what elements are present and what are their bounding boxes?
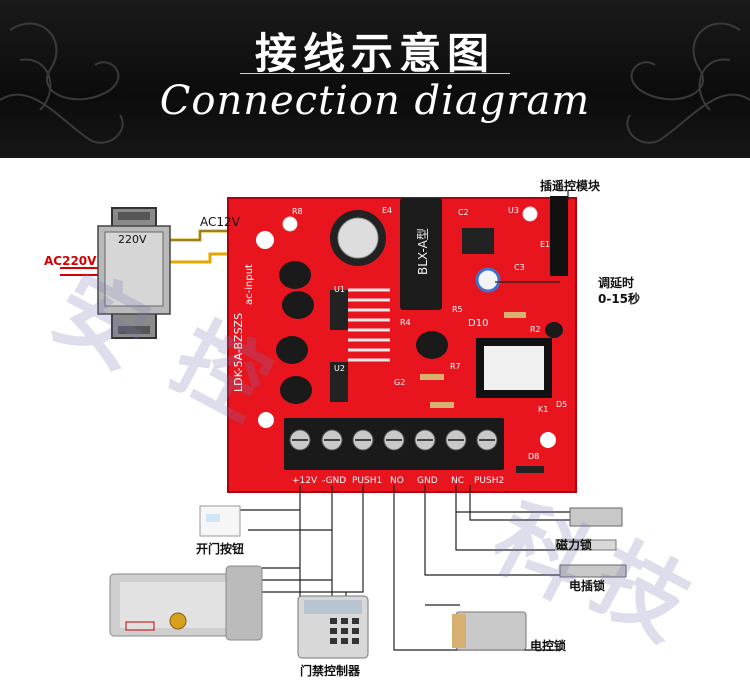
ac-input-label: ac-input	[244, 264, 255, 305]
terminal-label: +12V	[292, 476, 318, 486]
ref-label: D10	[468, 318, 489, 329]
terminal-label: GND	[417, 476, 438, 486]
transformer	[97, 207, 171, 339]
title-divider	[240, 73, 510, 74]
terminal-label: -GND	[322, 476, 347, 486]
magnetic-lock-device	[555, 507, 623, 551]
exit-button-label: 开门按钮	[196, 542, 245, 556]
ref-label: R8	[292, 207, 303, 216]
terminal-label: PUSH2	[474, 476, 505, 486]
mechanical-lock-device	[109, 565, 263, 641]
ref-label: U1	[334, 285, 345, 294]
ref-label: R7	[450, 362, 461, 371]
electric-lock-label: 电控锁	[530, 639, 567, 653]
electric-lock-device	[452, 611, 527, 651]
title-chinese: 接线示意图	[254, 29, 495, 78]
ref-label: R5	[452, 305, 463, 314]
wiring-diagram	[60, 190, 627, 659]
device-wires	[237, 190, 570, 651]
ref-label: R4	[400, 318, 411, 327]
ref-label: G2	[394, 378, 406, 387]
ornament-right-icon	[626, 22, 750, 144]
board-model: LDK-5A-BZSZS	[232, 312, 245, 392]
remote-module-label: 插遥控模块	[540, 179, 601, 193]
terminal-screws	[289, 429, 498, 451]
delay-range-label: 0-15秒	[598, 292, 641, 306]
ref-label: E4	[382, 206, 393, 215]
ref-label: U3	[508, 206, 519, 215]
ref-label: U2	[334, 364, 345, 373]
ref-label: E1	[540, 240, 551, 249]
exit-button-device	[199, 505, 241, 537]
title-english: Connection diagram	[159, 78, 591, 124]
ac12v-label: AC12V	[200, 215, 240, 229]
ornament-left-icon	[0, 22, 124, 144]
ref-label: C2	[458, 208, 469, 217]
ref-label: K1	[538, 405, 549, 414]
terminal-label: NC	[451, 476, 465, 486]
bolt-lock-label: 电插锁	[569, 579, 606, 593]
terminal-label: PUSH1	[352, 476, 383, 486]
access-keypad-device	[297, 595, 369, 659]
ref-label: R2	[530, 325, 541, 334]
relay-label: BLX-A型	[416, 228, 430, 275]
header-banner: 接线示意图 Connection diagram	[0, 0, 750, 158]
bolt-lock-device	[559, 564, 627, 578]
ref-label: D8	[528, 452, 540, 461]
access-controller-label: 门禁控制器	[300, 664, 361, 678]
ref-label: D5	[556, 400, 568, 409]
ac220v-label: AC220V	[44, 254, 97, 268]
ref-label: C3	[514, 263, 525, 272]
terminal-label: NO	[390, 476, 404, 486]
magnetic-lock-label: 磁力锁	[556, 538, 593, 552]
delay-adjust-label: 调延时	[598, 276, 635, 290]
transformer-label: 220V	[118, 233, 147, 246]
